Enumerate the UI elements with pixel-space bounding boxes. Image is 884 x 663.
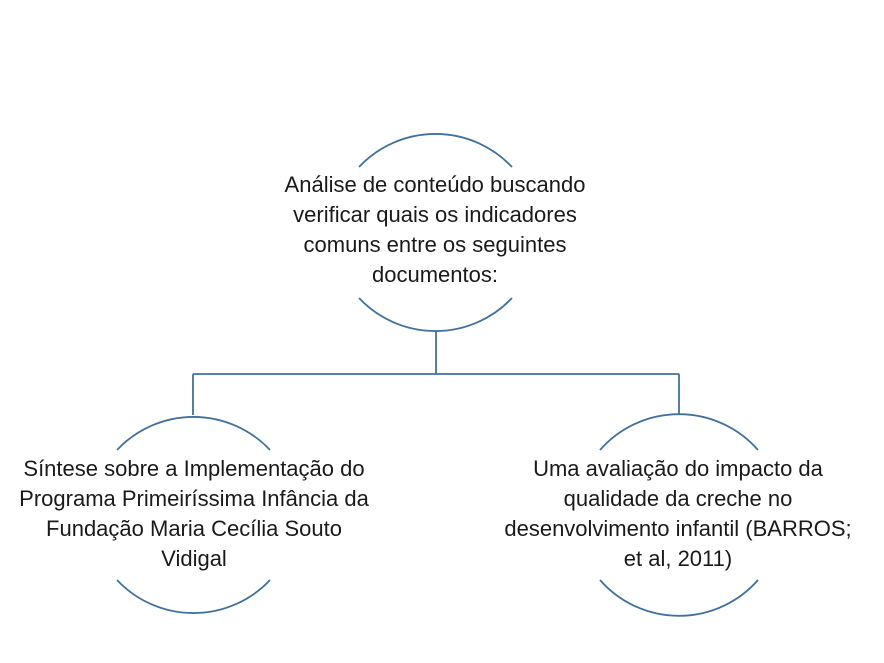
- right-node-bottom-arc: [599, 579, 759, 617]
- left-node-text: Síntese sobre a Implementação do Program…: [19, 456, 369, 571]
- left-node-bottom-arc: [116, 579, 271, 614]
- root-node-text: Análise de conteúdo buscando verificar q…: [284, 172, 586, 287]
- right-node-text: Uma avaliação do impacto da qualidade da…: [504, 456, 852, 571]
- root-node-bottom-arc: [358, 297, 513, 332]
- right-node-top-arc: [599, 413, 759, 451]
- root-node-top-arc: [358, 133, 513, 168]
- left-node-top-arc: [116, 416, 271, 451]
